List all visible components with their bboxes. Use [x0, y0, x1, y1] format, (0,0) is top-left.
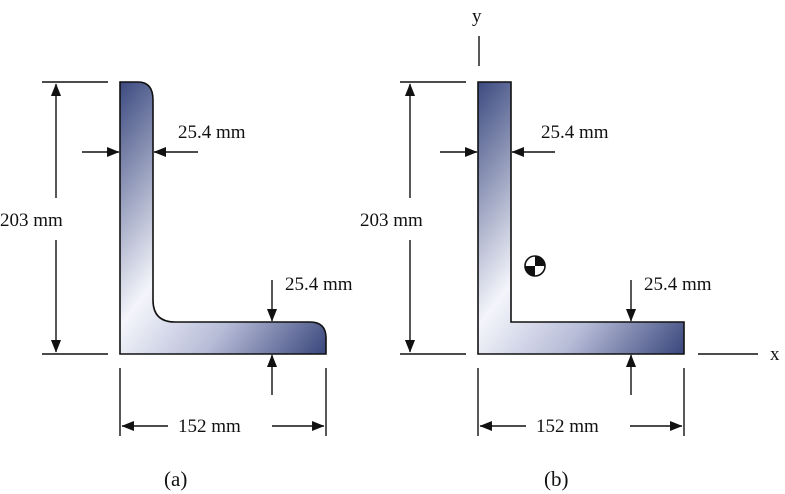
height-label-a: 203 mm	[0, 210, 63, 231]
flange-thickness-dimension-b: 25.4 mm	[625, 274, 712, 395]
flange-thickness-dimension-a: 25.4 mm	[266, 274, 353, 395]
x-axis-label: x	[770, 344, 780, 365]
flange-thickness-label-a: 25.4 mm	[285, 274, 353, 295]
angle-shape-a	[119, 81, 327, 355]
web-thickness-label-a: 25.4 mm	[178, 122, 246, 143]
width-dimension-a: 152 mm	[119, 368, 327, 437]
height-dimension-b: 203 mm	[360, 81, 466, 355]
y-axis-label: y	[472, 6, 482, 27]
height-label-b: 203 mm	[360, 210, 423, 231]
caption-b: (b)	[544, 467, 569, 491]
web-thickness-label-b: 25.4 mm	[541, 122, 609, 143]
angle-shape-b	[477, 81, 685, 355]
width-dimension-b: 152 mm	[477, 368, 685, 437]
web-thickness-dimension-b: 25.4 mm	[440, 122, 609, 158]
width-label-a: 152 mm	[178, 416, 241, 437]
centroid-icon	[524, 255, 546, 277]
figure-b: y x 203 mm 25.4 mm	[360, 6, 780, 491]
x-axis: x	[698, 344, 780, 365]
height-dimension-a: 203 mm	[0, 81, 108, 355]
flange-thickness-label-b: 25.4 mm	[644, 274, 712, 295]
figure-a: 203 mm 25.4 mm 25.4 mm 152 mm (a)	[0, 81, 353, 491]
y-axis: y	[472, 6, 482, 66]
caption-a: (a)	[164, 467, 187, 491]
width-label-b: 152 mm	[536, 416, 599, 437]
web-thickness-dimension-a: 25.4 mm	[82, 122, 246, 158]
